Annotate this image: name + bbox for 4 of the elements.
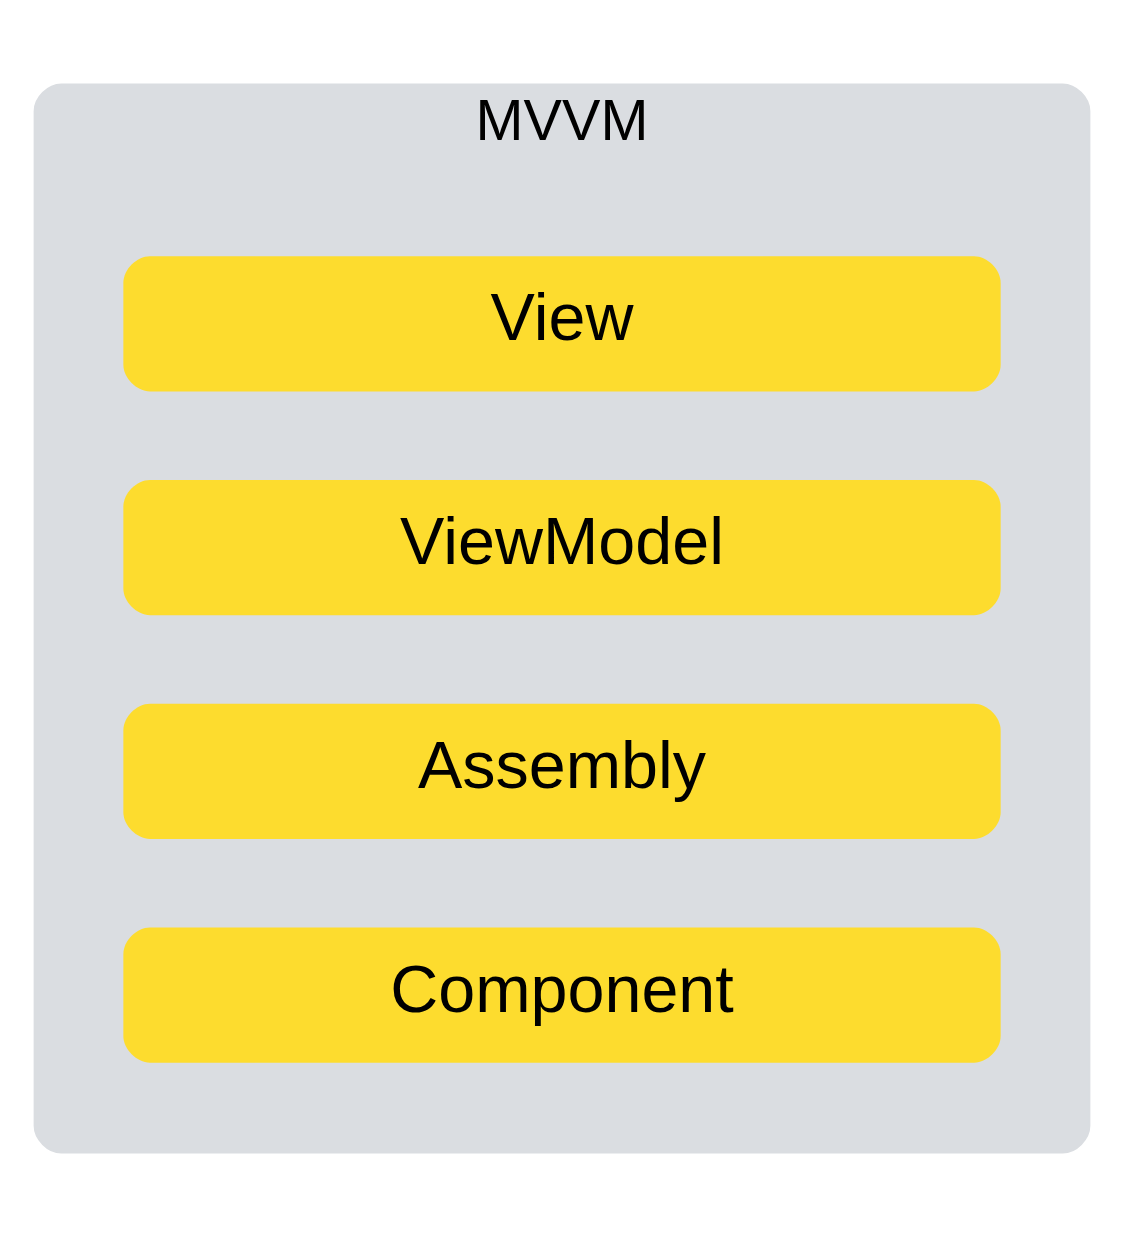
node-box: View <box>123 256 1001 392</box>
node-box: ViewModel <box>123 480 1001 616</box>
node-box: Component <box>123 927 1001 1063</box>
node-box: Assembly <box>123 703 1001 839</box>
